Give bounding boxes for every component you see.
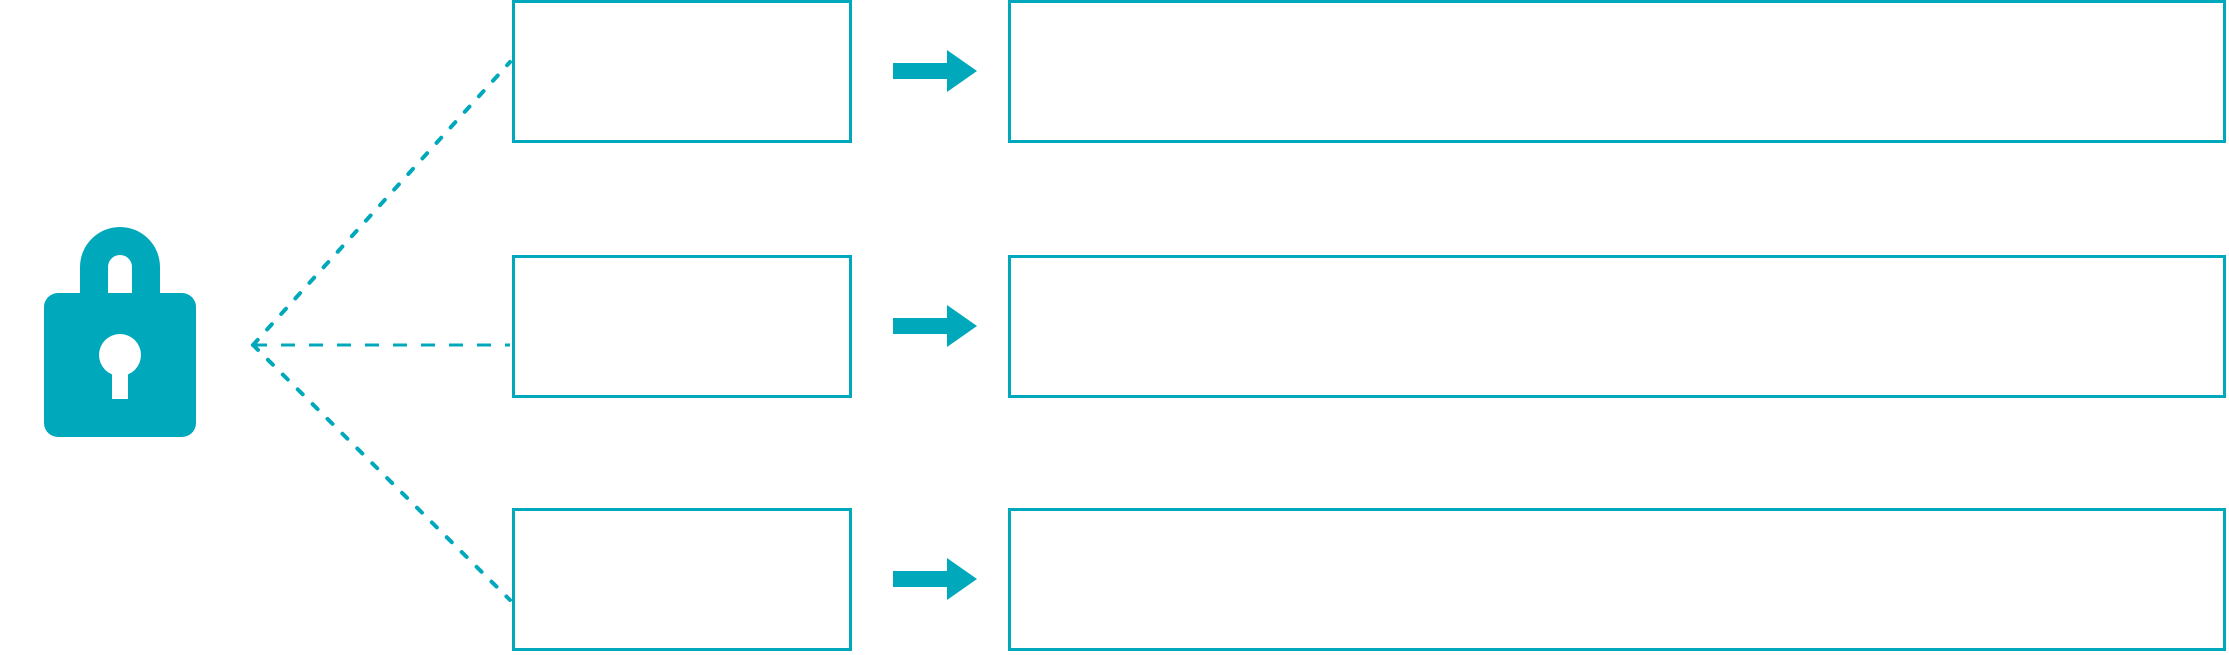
result-box-2[interactable]	[1008, 255, 2226, 398]
stage-box-2[interactable]	[512, 255, 852, 398]
arrow-right-icon-3	[893, 558, 977, 600]
lock-icon	[20, 205, 220, 445]
flow-row-3	[0, 508, 2229, 651]
flow-row-2	[0, 255, 2229, 398]
stage-box-1[interactable]	[512, 0, 852, 143]
arrow-right-icon-1	[893, 50, 977, 92]
result-box-3[interactable]	[1008, 508, 2226, 651]
flow-row-1	[0, 0, 2229, 143]
stage-box-3[interactable]	[512, 508, 852, 651]
arrow-right-icon-2	[893, 305, 977, 347]
result-box-1[interactable]	[1008, 0, 2226, 143]
